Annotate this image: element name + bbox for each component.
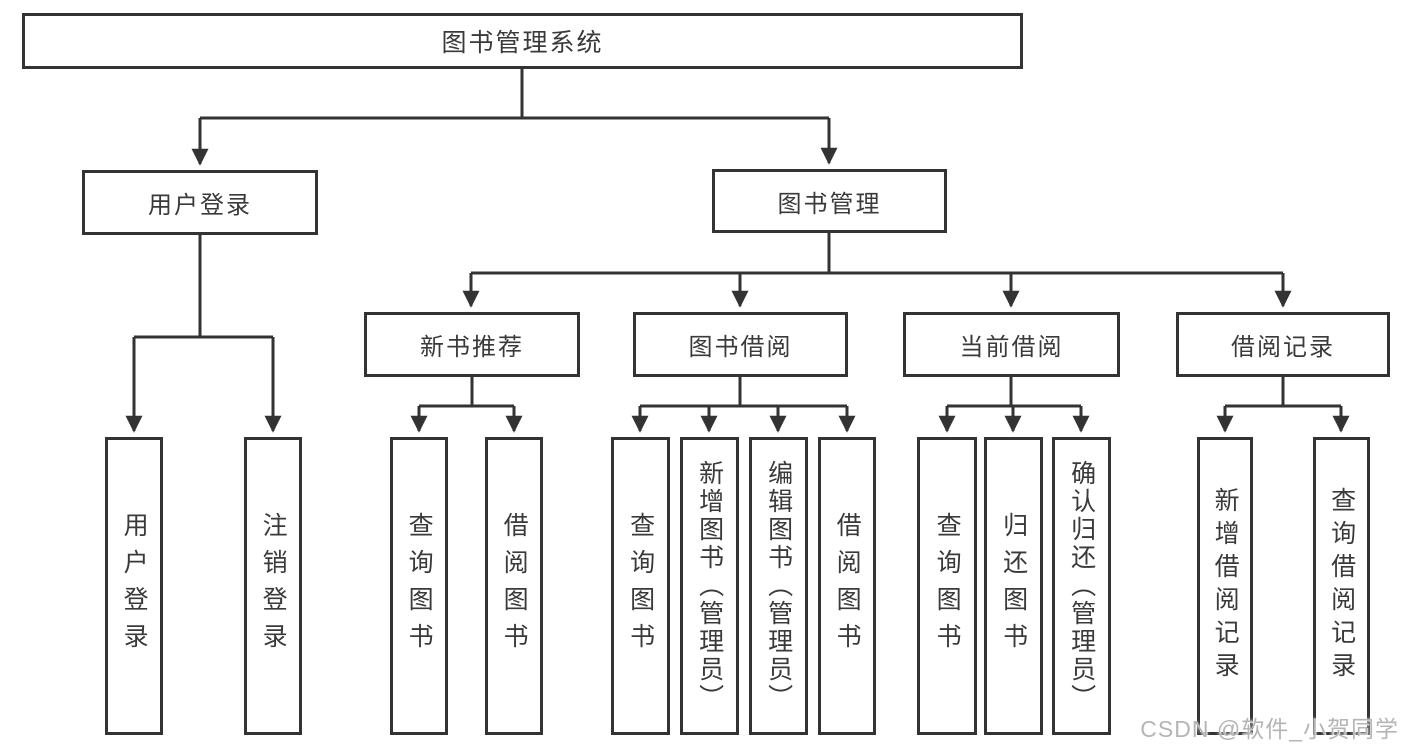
node-book-borrow: 图书借阅: [633, 312, 848, 377]
node-book-management: 图书管理: [712, 169, 947, 233]
node-leaf-confirm-return-admin: 确认归还（管理员）: [1052, 437, 1111, 735]
leaf-label: 确认归还（管理员）: [1067, 460, 1096, 712]
leaf-label: 归还图书: [999, 512, 1028, 660]
leaf-label: 查询图书: [626, 512, 655, 660]
node-user-login: 用户登录: [82, 170, 318, 235]
node-leaf-query-books-current: 查询图书: [917, 437, 977, 735]
csdn-watermark: CSDN @软件_小贺同学: [1140, 716, 1399, 742]
leaf-label: 编辑图书（管理员）: [764, 460, 793, 712]
node-leaf-edit-books-admin: 编辑图书（管理员）: [749, 437, 808, 735]
node-leaf-query-borrow-record: 查询借阅记录: [1313, 437, 1370, 735]
leaf-label: 查询借阅记录: [1327, 487, 1356, 685]
node-leaf-logout-login: 注销登录: [244, 437, 302, 735]
node-leaf-borrow-books: 借阅图书: [818, 437, 876, 735]
leaf-label: 新增图书（管理员）: [695, 460, 724, 712]
leaf-label: 查询图书: [933, 512, 962, 660]
node-leaf-borrow-books-recommend: 借阅图书: [485, 437, 543, 735]
leaf-label: 新增借阅记录: [1211, 487, 1240, 685]
node-leaf-query-books-borrow: 查询图书: [611, 437, 670, 735]
node-current-borrow: 当前借阅: [903, 312, 1120, 377]
node-root: 图书管理系统: [22, 13, 1023, 69]
leaf-label: 借阅图书: [833, 512, 862, 660]
leaf-label: 查询图书: [405, 512, 434, 660]
node-leaf-user-login: 用户登录: [105, 437, 163, 735]
leaf-label: 用户登录: [120, 512, 149, 660]
node-leaf-add-books-admin: 新增图书（管理员）: [680, 437, 739, 735]
node-leaf-return-books: 归还图书: [984, 437, 1043, 735]
node-borrow-record: 借阅记录: [1176, 312, 1390, 377]
node-new-book-recommend: 新书推荐: [364, 312, 580, 377]
node-leaf-add-borrow-record: 新增借阅记录: [1197, 437, 1253, 735]
leaf-label: 借阅图书: [500, 512, 529, 660]
leaf-label: 注销登录: [259, 512, 288, 660]
node-leaf-query-books-recommend: 查询图书: [390, 437, 448, 735]
